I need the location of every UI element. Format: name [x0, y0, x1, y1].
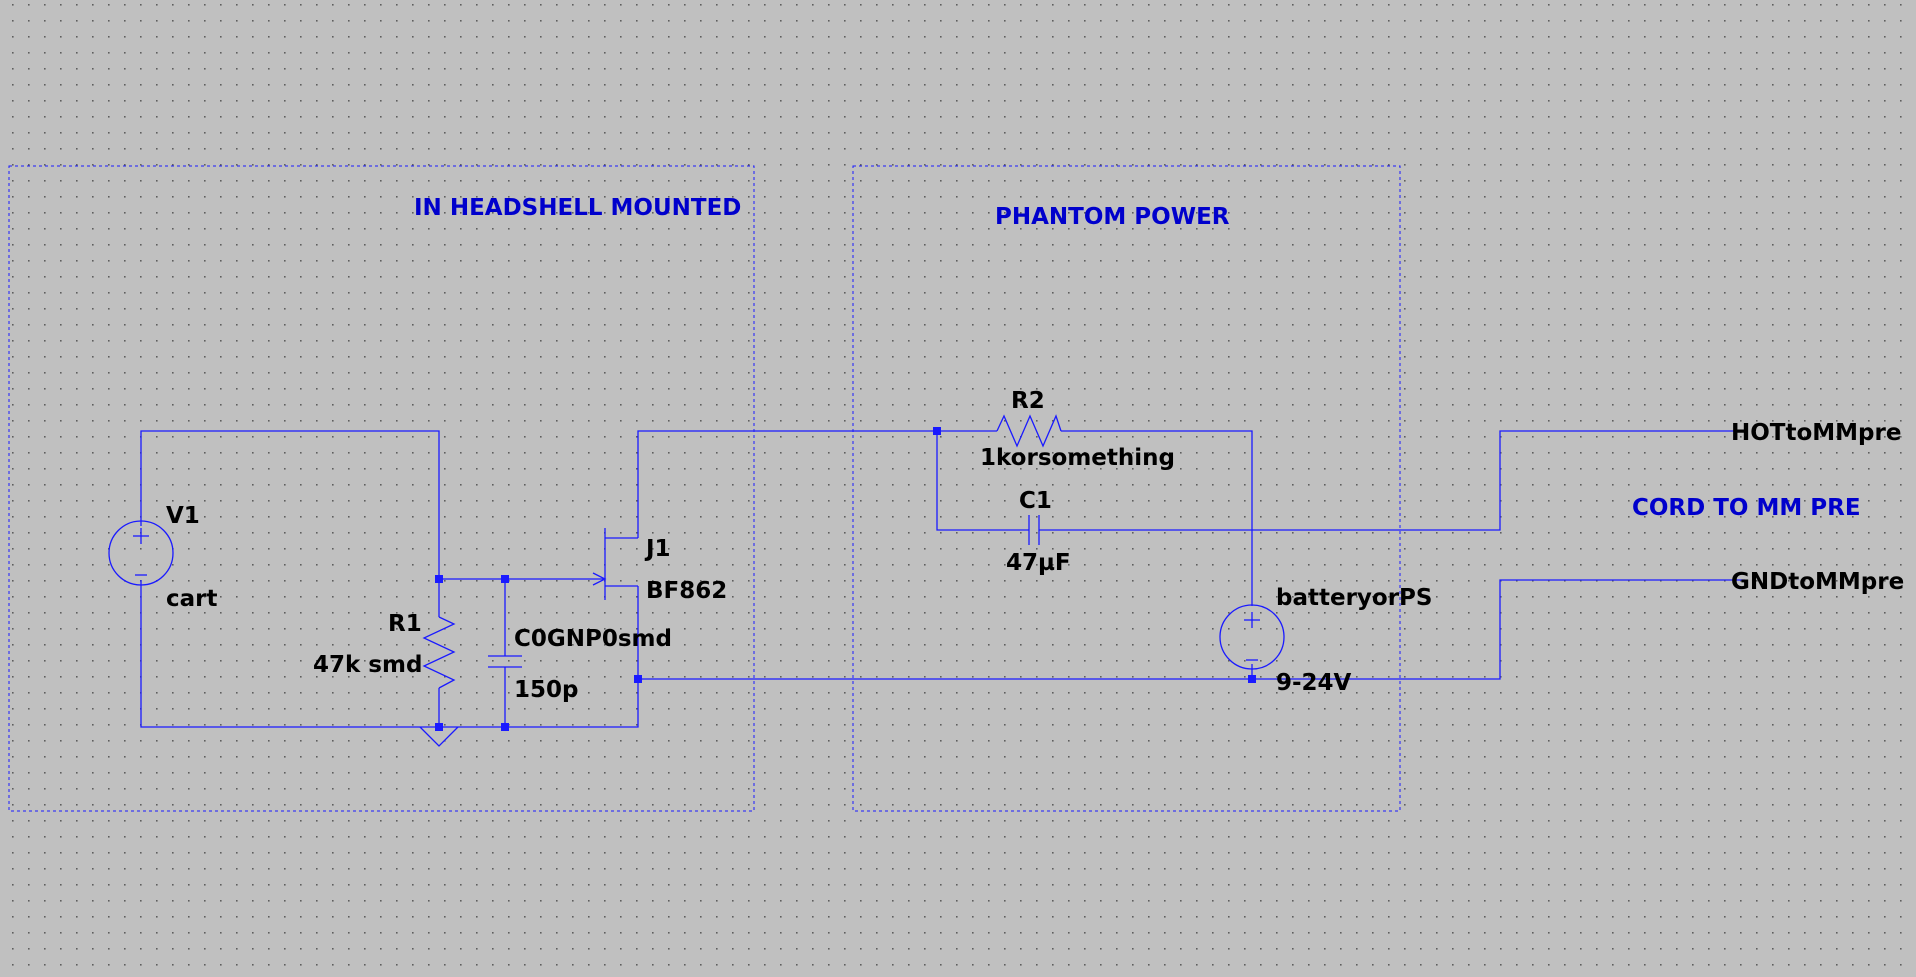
ground-symbol[interactable] — [419, 726, 459, 747]
junction-dot — [501, 723, 509, 731]
vbat-source[interactable] — [1219, 604, 1285, 670]
net-label-gnd: GNDtoMMpre — [1731, 569, 1904, 595]
headshell-region-box — [8, 165, 755, 812]
r2-resistor[interactable] — [996, 414, 1062, 448]
wire-r2-right[interactable] — [1061, 430, 1253, 606]
c1-value-label: 47µF — [1006, 550, 1071, 576]
c0g-value-label: C0GNP0smd — [514, 626, 672, 652]
voltage-source-icon — [108, 520, 174, 586]
wire-v1-top[interactable] — [140, 430, 440, 579]
junction-dot — [933, 427, 941, 435]
wire-v1-bottom[interactable] — [140, 580, 639, 728]
c1-ref-label: C1 — [1019, 488, 1052, 514]
junctions — [435, 427, 1256, 731]
r2-ref-label: R2 — [1011, 388, 1045, 414]
wire-c1-left[interactable] — [936, 431, 1029, 531]
v1-ref-label: V1 — [166, 503, 200, 529]
wire-c1-right[interactable] — [1039, 430, 1745, 531]
wires — [140, 430, 1745, 728]
c1-capacitor[interactable] — [1028, 515, 1040, 545]
phantom-region-title: PHANTOM POWER — [995, 204, 1230, 230]
r1-ref-label: R1 — [388, 611, 422, 637]
wire-jfet-drain[interactable] — [637, 430, 937, 538]
v1-value-label: cart — [166, 586, 218, 612]
junction-dot — [435, 575, 443, 583]
vbat-ref-label: batteryorPS — [1276, 585, 1432, 611]
vbat-value-label: 9-24V — [1276, 670, 1352, 696]
junction-dot — [634, 675, 642, 683]
net-label-hot: HOTtoMMpre — [1731, 420, 1901, 446]
c0g-value2-label: 150p — [514, 677, 578, 703]
j1-value-label: BF862 — [646, 578, 727, 604]
wire-gnd-out[interactable] — [1252, 579, 1745, 680]
phantom-region-box — [852, 165, 1401, 812]
r1-value-label: 47k smd — [313, 652, 422, 678]
junction-dot — [501, 575, 509, 583]
j1-jfet[interactable] — [592, 528, 639, 679]
r2-value-label: 1korsomething — [980, 445, 1175, 471]
junction-dot — [1248, 675, 1256, 683]
r1-resistor[interactable] — [422, 616, 456, 689]
v1-source[interactable] — [108, 520, 174, 586]
junction-dot — [435, 723, 443, 731]
c0g-capacitor[interactable] — [488, 655, 522, 668]
cord-region-title: CORD TO MM PRE — [1632, 495, 1861, 521]
headshell-region-title: IN HEADSHELL MOUNTED — [414, 195, 741, 221]
j1-ref-label: J1 — [644, 536, 671, 562]
